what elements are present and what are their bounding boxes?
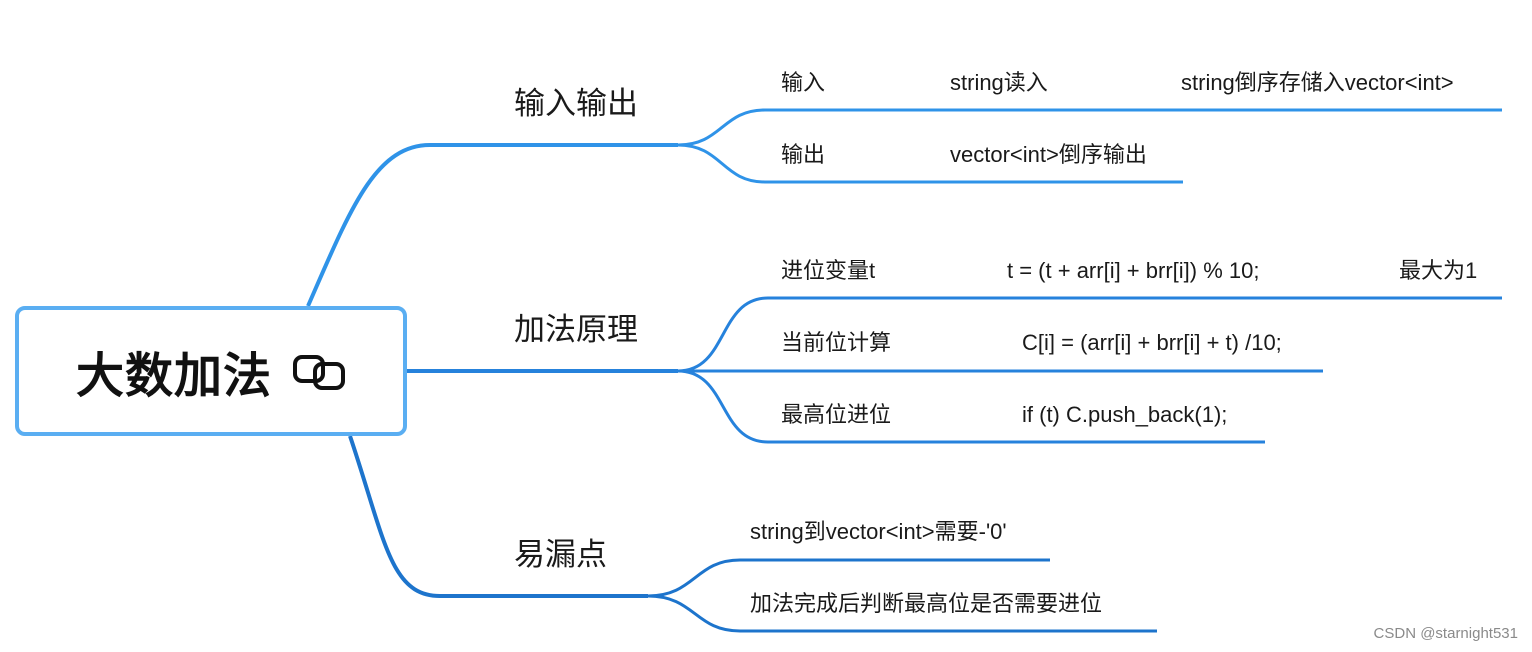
root-node[interactable]: 大数加法 [15, 306, 407, 436]
connector-b3-c2 [647, 594, 1157, 633]
connector-root-branch-3 [348, 435, 648, 598]
connector-b2-c1 [677, 296, 1502, 373]
connector-b2-c3 [677, 369, 1265, 444]
node-top-carry[interactable]: 最高位进位 [781, 402, 892, 427]
connector-b3-c1 [647, 558, 1050, 598]
branch-label-io[interactable]: 输入输出 [514, 86, 638, 122]
node-carry-max[interactable]: 最大为1 [1399, 258, 1478, 283]
watermark: CSDN @starnight531 [1373, 625, 1518, 642]
node-carry-var[interactable]: 进位变量t [781, 258, 876, 283]
node-pitfall-carry[interactable]: 加法完成后判断最高位是否需要进位 [750, 591, 1103, 616]
node-top-carry-code[interactable]: if (t) C.push_back(1); [1022, 402, 1228, 427]
node-input-read[interactable]: string读入 [950, 70, 1048, 95]
link-icon[interactable] [292, 351, 346, 391]
node-pitfall-char[interactable]: string到vector<int>需要-'0' [750, 519, 1007, 544]
node-current-formula[interactable]: C[i] = (arr[i] + brr[i] + t) /10; [1022, 330, 1282, 355]
branch-label-pitfalls[interactable]: 易漏点 [514, 537, 607, 573]
connector-root-branch-1 [306, 143, 678, 307]
node-carry-formula[interactable]: t = (t + arr[i] + brr[i]) % 10; [1007, 258, 1260, 283]
connector-b1-c1 [677, 108, 1502, 147]
connector-b1-c2 [677, 143, 1183, 184]
node-output[interactable]: 输出 [781, 142, 826, 167]
node-input-store[interactable]: string倒序存储入vector<int> [1181, 70, 1454, 95]
node-current-digit[interactable]: 当前位计算 [781, 330, 892, 355]
node-output-reverse[interactable]: vector<int>倒序输出 [950, 142, 1147, 167]
root-title: 大数加法 [75, 348, 272, 404]
branch-label-principle[interactable]: 加法原理 [514, 312, 638, 348]
node-input[interactable]: 输入 [781, 70, 826, 95]
